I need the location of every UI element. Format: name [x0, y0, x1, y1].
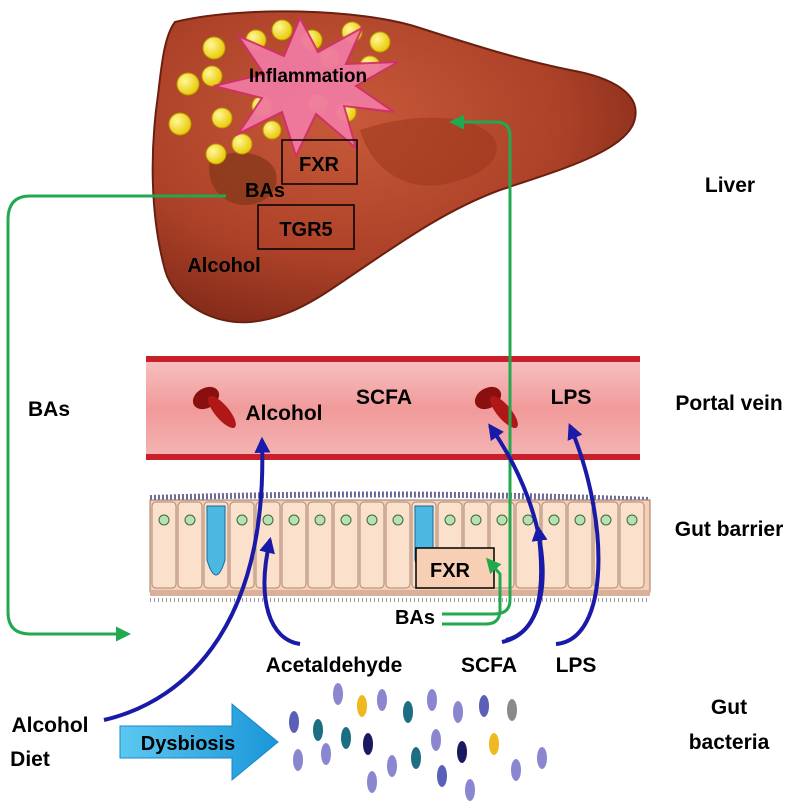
gut-barrier: FXR: [149, 491, 651, 602]
fxr-liver-box: [281, 139, 358, 185]
tgr5-label: TGR5: [279, 219, 332, 241]
dysbiosis-arrow: Dysbiosis: [119, 702, 279, 782]
fxr-gut-label: FXR: [430, 560, 471, 582]
gallbladder: [209, 152, 277, 205]
cell-nucleus: [496, 514, 508, 526]
cell-nucleus: [340, 514, 352, 526]
cell-nucleus: [574, 514, 586, 526]
epithelial-cell: [567, 501, 593, 589]
cell-nucleus: [366, 514, 378, 526]
tgr5-box: [257, 204, 355, 250]
dysbiosis-label: Dysbiosis: [141, 733, 235, 755]
scfa-gut-label: SCFA: [461, 654, 517, 677]
gut-bacteria: [289, 683, 547, 801]
inflammation-burst: [213, 15, 399, 159]
portal-vein-label: Portal vein: [675, 392, 782, 415]
alcohol-vein-label: Alcohol: [246, 402, 323, 425]
scfa-to-gut-arrow: [505, 524, 548, 642]
cell-nucleus: [522, 514, 534, 526]
bas-side-label: BAs: [28, 398, 70, 421]
cell-nucleus: [262, 514, 274, 526]
portal-vein: Alcohol SCFA LPS: [146, 356, 640, 460]
gut-bacteria-label-line2: bacteria: [689, 731, 770, 754]
lps-vein-label: LPS: [551, 386, 592, 409]
bas-gut-label: BAs: [395, 607, 435, 629]
acetaldehyde-label: Acetaldehyde: [266, 654, 403, 677]
cell-nucleus: [626, 514, 638, 526]
lps-gut-label: LPS: [556, 654, 597, 677]
cell-nucleus: [288, 514, 300, 526]
basement-membrane: [150, 590, 650, 596]
alcohol-to-vein-arrow: [103, 436, 271, 722]
epithelial-cell: [619, 501, 645, 589]
cell-nucleus: [470, 514, 482, 526]
alcohol-diet-label-line1: Alcohol: [12, 714, 89, 737]
scfa-vein-label: SCFA: [356, 386, 412, 409]
microvilli-edge: [149, 491, 651, 503]
bas-liver-to-gut-arrow: [6, 194, 226, 642]
bas-gut-to-fxr-arrow: [442, 557, 502, 626]
epithelial-cell: [333, 501, 359, 589]
bas-liver-label: BAs: [245, 180, 285, 202]
cell-nucleus: [444, 514, 456, 526]
acetaldehyde-to-gut-arrow: [259, 536, 301, 646]
liver-label: Liver: [705, 174, 755, 197]
cell-nucleus: [548, 514, 560, 526]
cell-nucleus: [158, 514, 170, 526]
cell-nucleus: [184, 514, 196, 526]
epithelial-cells: [151, 501, 645, 589]
gut-bacteria-label-line1: Gut: [711, 696, 747, 719]
liver-lobe-shade: [360, 117, 497, 186]
bile-acid-arrows: [6, 114, 512, 642]
alcohol-liver-label: Alcohol: [187, 255, 260, 277]
lps-to-vein-arrow: [555, 423, 601, 646]
blue-arrows: [103, 423, 601, 722]
goblet-cell: [206, 505, 226, 576]
epithelial-cell: [177, 501, 203, 589]
epithelial-cell: [151, 501, 177, 589]
cell-nucleus: [600, 514, 612, 526]
vein-top-wall: [146, 356, 640, 362]
inflammation-label: Inflammation: [249, 66, 367, 87]
cell-nucleus: [236, 514, 248, 526]
gut-barrier-label: Gut barrier: [675, 518, 784, 541]
epithelial-cell: [385, 501, 411, 589]
epithelial-cell: [307, 501, 333, 589]
cell-nucleus: [314, 514, 326, 526]
fxr-liver-label: FXR: [299, 154, 340, 176]
epithelial-cell: [359, 501, 385, 589]
alcohol-diet-label-line2: Diet: [10, 748, 50, 771]
vein-bottom-wall: [146, 454, 640, 460]
liver-illustration: Inflammation FXR BAs TGR5 Alcohol: [151, 10, 637, 324]
cell-nucleus: [392, 514, 404, 526]
epithelial-cell: [281, 501, 307, 589]
